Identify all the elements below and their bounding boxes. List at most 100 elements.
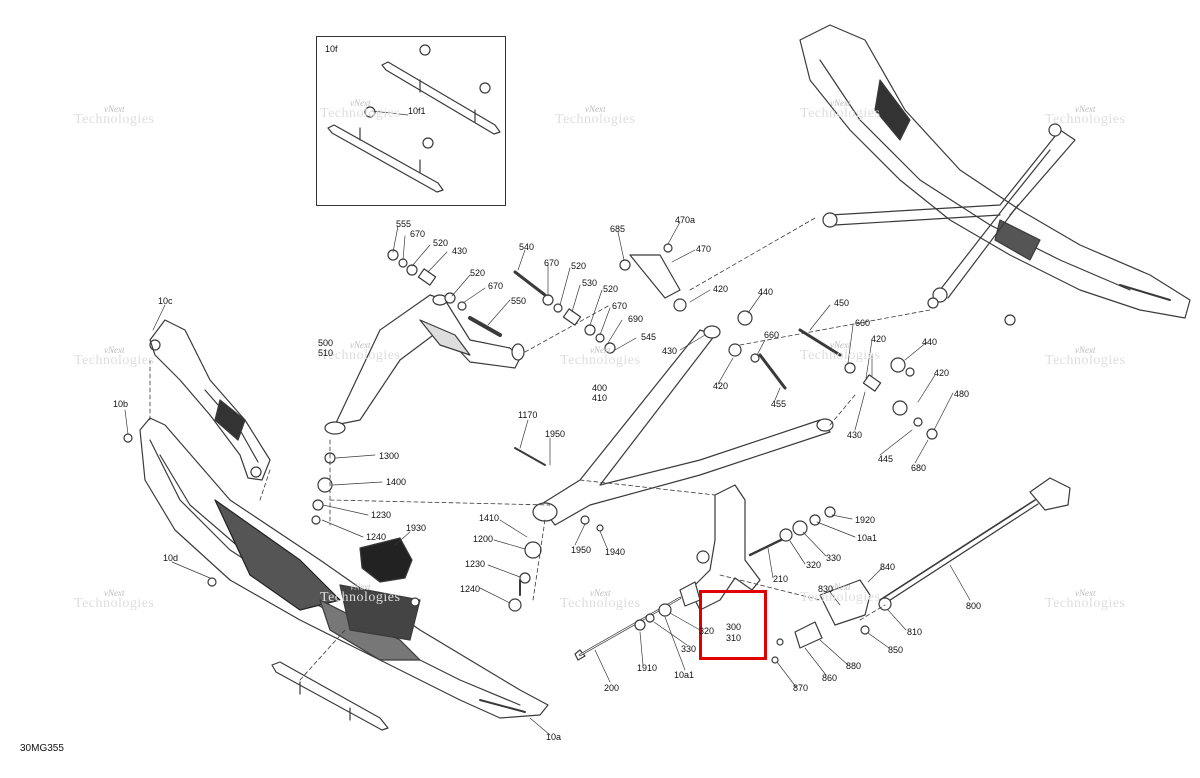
callout-850[interactable]: 850	[888, 645, 904, 655]
lower-a-arm	[532, 325, 834, 526]
upper-a-arm	[324, 294, 525, 435]
callout-320[interactable]: 320	[806, 560, 822, 570]
callout-1950[interactable]: 1950	[571, 545, 592, 555]
callout-670[interactable]: 670	[488, 281, 504, 291]
callout-470[interactable]: 470	[696, 244, 712, 254]
leader-lines	[124, 110, 971, 736]
callout-690[interactable]: 690	[628, 314, 644, 324]
callout-430[interactable]: 430	[847, 430, 863, 440]
callout-450[interactable]: 450	[834, 298, 850, 308]
callout-530[interactable]: 530	[582, 278, 598, 288]
callout-10c[interactable]: 10c	[158, 296, 173, 306]
callout-1230[interactable]: 1230	[371, 510, 392, 520]
bushing-insert	[359, 537, 413, 583]
callout-400[interactable]: 400	[592, 383, 608, 393]
callout-555[interactable]: 555	[396, 219, 412, 229]
callout-445[interactable]: 445	[878, 454, 894, 464]
selected-part-highlight[interactable]	[699, 590, 767, 660]
callout-1940[interactable]: 1940	[605, 547, 626, 557]
callout-860[interactable]: 860	[822, 673, 838, 683]
callout-480[interactable]: 480	[954, 389, 970, 399]
callout-10f1[interactable]: 10f1	[408, 106, 426, 116]
steering-arm	[819, 579, 871, 626]
callout-440[interactable]: 440	[922, 337, 938, 347]
callout-810[interactable]: 810	[907, 627, 923, 637]
callout-1410[interactable]: 1410	[479, 513, 500, 523]
callout-430[interactable]: 430	[452, 246, 468, 256]
callout-1240[interactable]: 1240	[366, 532, 387, 542]
callout-410[interactable]: 410	[592, 393, 608, 403]
callout-670[interactable]: 670	[410, 229, 426, 239]
callout-520[interactable]: 520	[470, 268, 486, 278]
callout-1300[interactable]: 1300	[379, 451, 400, 461]
callout-1950[interactable]: 1950	[545, 429, 566, 439]
callout-540[interactable]: 540	[519, 242, 535, 252]
callout-1230[interactable]: 1230	[465, 559, 486, 569]
callout-550[interactable]: 550	[511, 296, 527, 306]
callout-10a1[interactable]: 10a1	[674, 670, 695, 680]
callout-300[interactable]: 300	[726, 622, 742, 632]
spindle-knuckle	[679, 484, 761, 611]
hardware-bolts	[468, 270, 842, 661]
left-ski	[139, 417, 549, 719]
callout-470a[interactable]: 470a	[675, 215, 696, 225]
callout-1930[interactable]: 1930	[406, 523, 427, 533]
callout-430[interactable]: 430	[662, 346, 678, 356]
callout-1920[interactable]: 1920	[855, 515, 876, 525]
callout-670[interactable]: 670	[612, 301, 628, 311]
callout-670[interactable]: 670	[544, 258, 560, 268]
callout-680[interactable]: 680	[911, 463, 927, 473]
callout-840[interactable]: 840	[880, 562, 896, 572]
callout-420[interactable]: 420	[871, 334, 887, 344]
callout-880[interactable]: 880	[846, 661, 862, 671]
callout-800[interactable]: 800	[966, 601, 982, 611]
callout-660[interactable]: 660	[764, 330, 780, 340]
callout-420[interactable]: 420	[713, 381, 729, 391]
callout-330[interactable]: 330	[826, 553, 842, 563]
callout-1170[interactable]: 1170	[518, 410, 538, 420]
callout-510[interactable]: 510	[318, 348, 334, 358]
callout-440[interactable]: 440	[758, 287, 774, 297]
right-ski	[799, 24, 1191, 319]
callout-870[interactable]: 870	[793, 683, 809, 693]
callout-10b[interactable]: 10b	[113, 399, 129, 409]
runner-detail-inset	[316, 36, 506, 206]
callout-210[interactable]: 210	[773, 574, 789, 584]
callout-10a1[interactable]: 10a1	[857, 533, 878, 543]
callout-420[interactable]: 420	[934, 368, 950, 378]
callout-520[interactable]: 520	[571, 261, 587, 271]
callout-320[interactable]: 320	[699, 626, 715, 636]
callout-685[interactable]: 685	[610, 224, 626, 234]
left-ski-runner	[271, 661, 389, 731]
callout-520[interactable]: 520	[603, 284, 619, 294]
callout-545[interactable]: 545	[641, 332, 657, 342]
callout-1200[interactable]: 1200	[473, 534, 494, 544]
callout-500[interactable]: 500	[318, 338, 334, 348]
callout-455[interactable]: 455	[771, 399, 787, 409]
callout-200[interactable]: 200	[604, 683, 620, 693]
callout-310[interactable]: 310	[726, 633, 742, 643]
callout-10a[interactable]: 10a	[546, 732, 562, 742]
callout-10f[interactable]: 10f	[325, 44, 338, 54]
callout-660[interactable]: 660	[855, 318, 871, 328]
callout-520[interactable]: 520	[433, 238, 449, 248]
callout-1240[interactable]: 1240	[460, 584, 481, 594]
callout-330[interactable]: 330	[681, 644, 697, 654]
callout-830[interactable]: 830	[818, 584, 834, 594]
callout-10d[interactable]: 10d	[163, 553, 179, 563]
callout-1910[interactable]: 1910	[637, 663, 658, 673]
callout-420[interactable]: 420	[713, 284, 729, 294]
callout-1400[interactable]: 1400	[386, 477, 407, 487]
